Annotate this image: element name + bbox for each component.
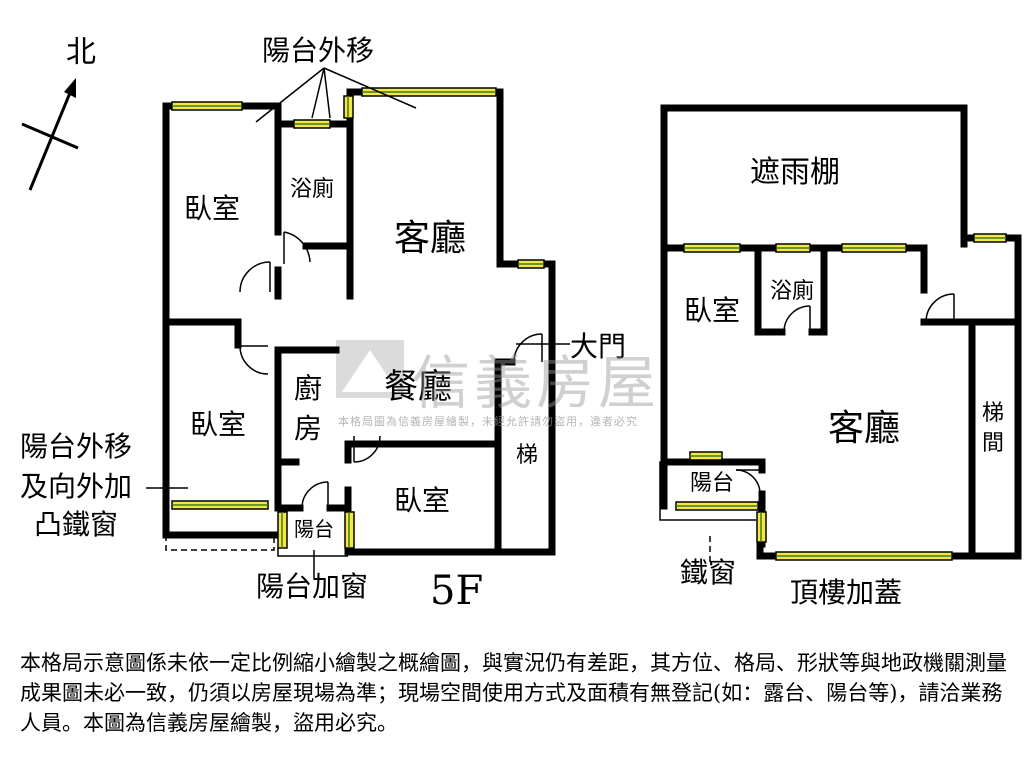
left-doors xyxy=(239,231,543,509)
left-leader-lines xyxy=(146,67,570,578)
watermark-notice: 本格局圖為信義房屋繪製，未經允許請勿盜用，違者必究 xyxy=(338,415,638,428)
room-bathroom-r: 浴廁 xyxy=(770,279,814,304)
annotation-iron-window: 鐵窗 xyxy=(680,556,736,589)
room-rain-shelter: 遮雨棚 xyxy=(750,155,840,190)
room-bathroom: 浴廁 xyxy=(290,177,334,202)
annotation-balcony-moved-out: 陽台外移 xyxy=(262,34,374,67)
room-living: 客廳 xyxy=(394,218,466,259)
room-kitchen-1: 廚 xyxy=(294,372,322,405)
annotation-bay-window: 陽台外移 及向外加 凸鐵窗 xyxy=(20,430,141,541)
room-bedroom-s: 臥室 xyxy=(394,484,450,517)
disclaimer-text: 本格局示意圖係未依一定比例縮小繪製之概繪圖，與實況仍有差距，其方位、格局、形狀等… xyxy=(20,651,1007,735)
room-bedroom-r: 臥室 xyxy=(684,294,740,327)
room-dining: 餐廳 xyxy=(384,367,452,407)
watermark-logo xyxy=(336,340,404,398)
right-doors xyxy=(735,293,955,495)
room-bedroom-w: 臥室 xyxy=(190,408,246,441)
floor-label-5f: 5F xyxy=(430,568,483,614)
right-windows xyxy=(675,233,1007,561)
room-bedroom-nw: 臥室 xyxy=(184,192,240,225)
room-balcony-r: 陽台 xyxy=(690,471,734,496)
annotation-balcony-window-added: 陽台加窗 xyxy=(256,570,368,603)
annotation-main-door: 大門 xyxy=(570,330,626,363)
room-living-r: 客廳 xyxy=(828,408,900,449)
room-stairs: 梯 xyxy=(516,443,538,468)
compass-label: 北 xyxy=(66,35,96,70)
iron-window-outline xyxy=(659,461,756,521)
watermark-brand: 信義房屋 xyxy=(412,349,661,417)
north-arrow-icon xyxy=(21,78,79,191)
room-stairwell-1: 梯 xyxy=(982,401,1004,426)
room-kitchen-2: 房 xyxy=(294,412,322,445)
left-floor-walls xyxy=(162,88,556,556)
balcony-window-extension xyxy=(277,548,348,557)
annotation-rooftop-addition: 頂樓加蓋 xyxy=(790,576,902,609)
room-stairwell-2: 間 xyxy=(982,431,1004,456)
bay-window-extension xyxy=(165,535,275,551)
room-balcony-small: 陽台 xyxy=(294,517,334,541)
left-windows xyxy=(171,87,545,549)
